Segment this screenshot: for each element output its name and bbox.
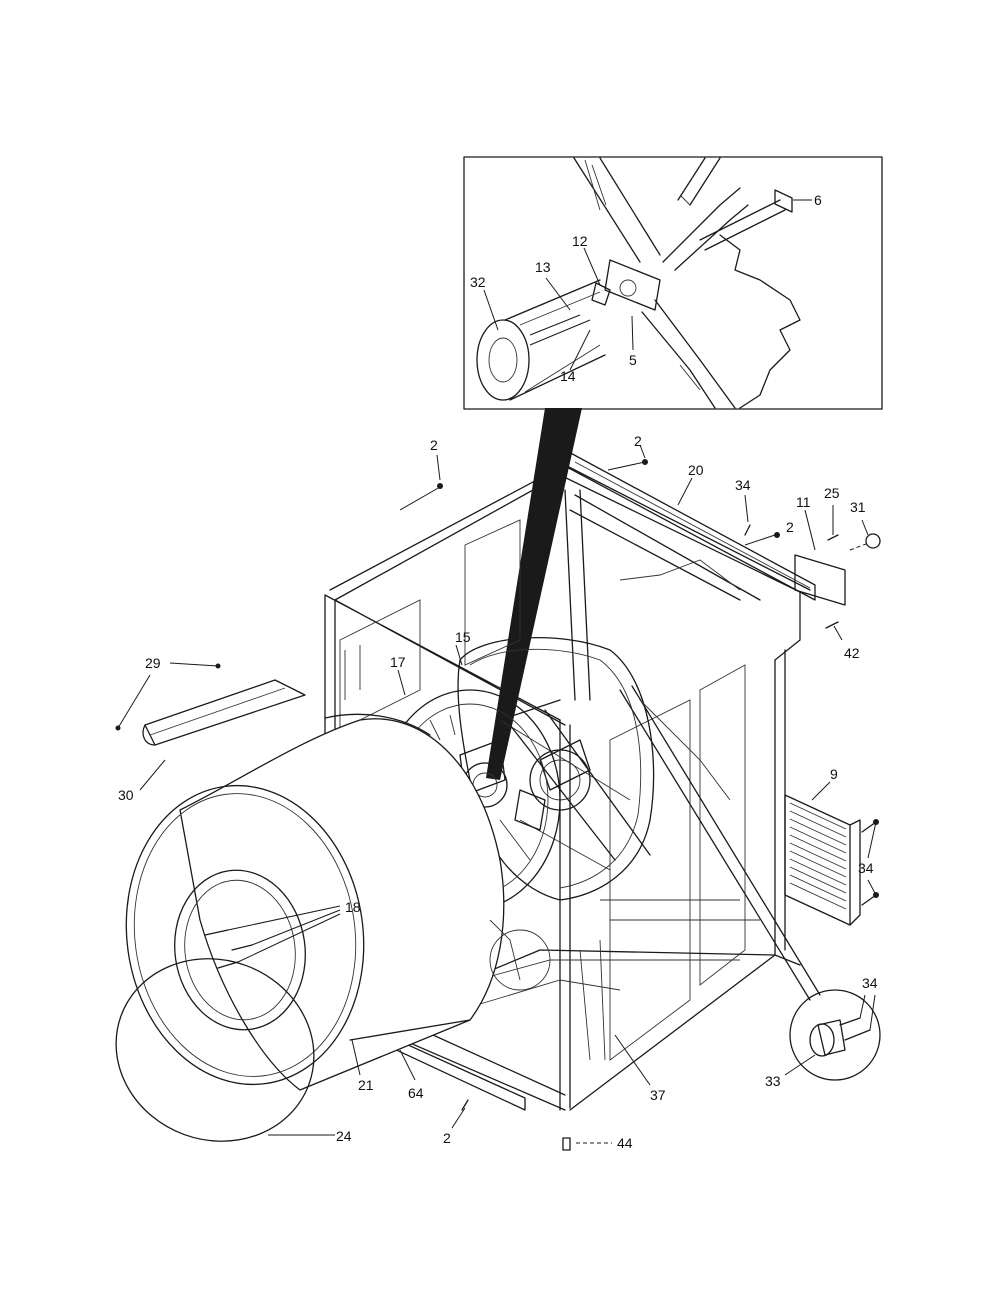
callout-11: 11 [796, 494, 811, 510]
callout-15: 15 [455, 629, 471, 645]
callout-6: 6 [814, 192, 822, 208]
callout-24: 24 [336, 1128, 352, 1144]
callout-20: 20 [688, 462, 704, 478]
callout-42: 42 [844, 645, 860, 661]
callout-12: 12 [572, 233, 588, 249]
callout-25: 25 [824, 485, 840, 501]
callout-2-top-left: 2 [430, 437, 438, 453]
callout-14: 14 [560, 368, 576, 384]
drum-front-panel [125, 784, 365, 1086]
callout-18: 18 [345, 899, 361, 915]
fasteners [351, 444, 780, 1151]
callout-21: 21 [358, 1077, 374, 1093]
callout-5: 5 [629, 352, 637, 368]
rear-grille [784, 781, 879, 926]
callout-9: 9 [830, 766, 838, 782]
callout-32: 32 [470, 274, 486, 290]
callout-34-top: 34 [735, 477, 751, 493]
callout-2-bottom: 2 [443, 1130, 451, 1146]
callout-37: 37 [650, 1087, 666, 1103]
callout-13: 13 [535, 259, 551, 275]
drum-cylinder [179, 713, 551, 1091]
callout-31: 31 [850, 499, 866, 515]
callout-33: 33 [765, 1073, 781, 1089]
callout-2-right: 2 [786, 519, 794, 535]
detail-inset [463, 156, 883, 410]
rear-bracket [794, 505, 881, 641]
callout-30: 30 [118, 787, 134, 803]
callout-34-sensor: 34 [862, 975, 878, 991]
callout-29: 29 [145, 655, 161, 671]
exhaust-rod-and-sensor [619, 685, 881, 1081]
front-top-trim [115, 662, 306, 791]
callout-17: 17 [390, 654, 406, 670]
detail-pointer-beam [486, 408, 582, 780]
door-seal [115, 958, 315, 1142]
callout-2-top: 2 [634, 433, 642, 449]
callout-44: 44 [617, 1135, 633, 1151]
belt [499, 699, 651, 861]
callout-34-grille: 34 [858, 860, 874, 876]
callout-64: 64 [408, 1085, 424, 1101]
callout-labels: 2 2 2 2 5 6 9 11 12 13 14 15 17 18 20 21… [118, 192, 878, 1151]
